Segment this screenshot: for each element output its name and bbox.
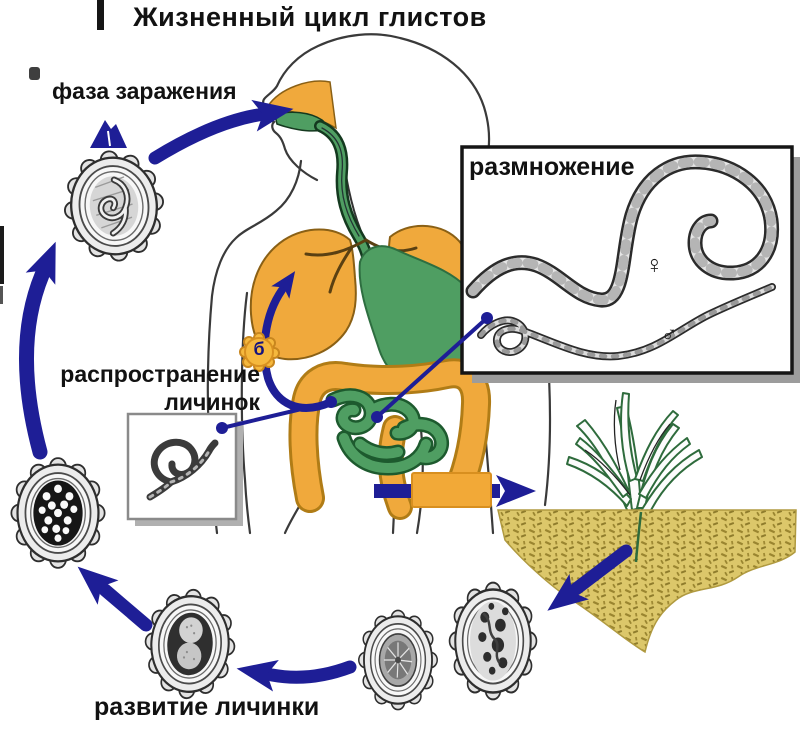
grass-root: [634, 511, 643, 563]
egg-two-cell: [140, 585, 240, 703]
connector-line-wormbox: [375, 316, 489, 419]
arrow-egg-to-mouth: [148, 99, 294, 165]
arrow-onecell-to-twocell: [236, 659, 357, 692]
left-lung: [249, 228, 357, 361]
label-infection-phase: фаза заражения: [52, 78, 237, 104]
male-worm: [477, 283, 776, 361]
arrow-soil-to-egg: [547, 544, 633, 611]
left-inner-arm: [240, 291, 252, 535]
page-title: Жизненный цикл глистов: [133, 2, 487, 32]
circulation-step-marker-letter: б: [253, 339, 265, 359]
infection-marker-icon: [90, 120, 127, 148]
esophagus: [314, 120, 374, 266]
female-symbol: ♀: [645, 251, 664, 279]
egg-fertilized: [448, 581, 538, 701]
small-intestine: [325, 388, 449, 476]
label-larvae-spread: распространение личинок: [60, 361, 260, 416]
left-hip-line: [283, 503, 302, 535]
female-worm: [465, 154, 780, 308]
arrow-twocell-to-morula: [77, 566, 153, 632]
scan-artifact: [0, 0, 104, 304]
arrow-morula-to-infective: [19, 241, 56, 460]
grass-tuft: [566, 392, 703, 513]
right-outer-arm: [543, 375, 552, 507]
male-symbol: ♂: [661, 321, 678, 346]
egg-one-cell: [357, 609, 439, 711]
label-reproduction: размножение: [469, 153, 635, 181]
feces-block: [411, 472, 492, 508]
connector-line-larvabox: [221, 400, 332, 430]
egg-infective-larva: [58, 145, 170, 267]
step-circle-marker: [239, 332, 280, 372]
egg-morula: [10, 456, 106, 570]
organs: [249, 80, 492, 520]
connector-dots: [216, 312, 493, 434]
worms: [465, 154, 780, 361]
soil: [497, 509, 797, 654]
head-profile: [262, 33, 495, 243]
connector-lines: [221, 316, 489, 430]
label-larva-development: развитие личинки: [94, 693, 320, 721]
larva-drawing: [146, 438, 219, 501]
